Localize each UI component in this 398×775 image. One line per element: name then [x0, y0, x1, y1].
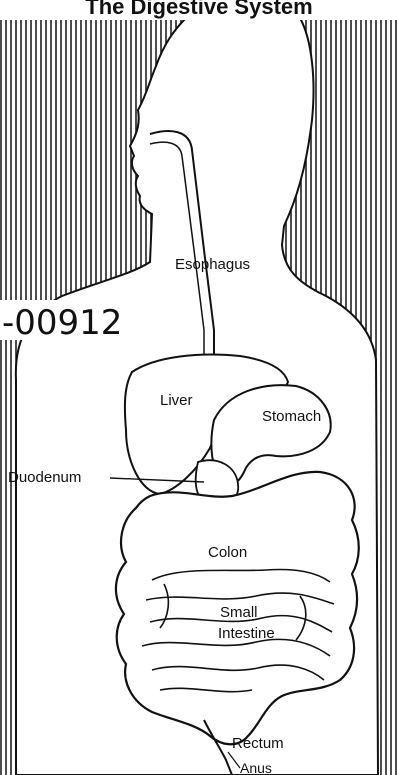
label-colon: Colon [208, 544, 247, 561]
label-small-intestine-line2: Intestine [218, 625, 275, 642]
handwritten-number: -00912 [2, 303, 122, 343]
label-duodenum: Duodenum [8, 469, 81, 486]
label-anus: Anus [240, 760, 272, 775]
label-stomach: Stomach [262, 408, 321, 425]
label-esophagus: Esophagus [175, 256, 250, 273]
page-title: The Digestive System [85, 0, 312, 19]
label-small-intestine-line1: Small [220, 604, 258, 621]
label-liver: Liver [160, 392, 193, 409]
label-rectum: Rectum [232, 735, 284, 752]
